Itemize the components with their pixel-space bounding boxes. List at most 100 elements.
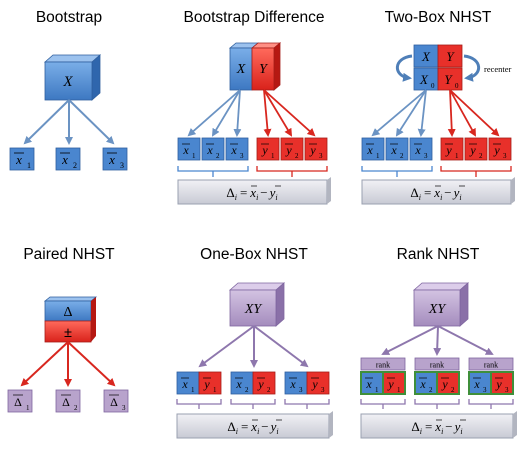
panel-title-bootstrap-difference: Bootstrap Difference xyxy=(183,9,324,26)
panel-two-box-nhst: X Y X 0 Y 0 recenter xyxy=(361,44,515,205)
svg-text:3: 3 xyxy=(505,386,509,394)
svg-text:y: y xyxy=(261,143,268,157)
svg-text:2: 2 xyxy=(74,404,78,412)
svg-text:Y: Y xyxy=(446,49,455,64)
svg-text:Δi=xi−yi: Δi=xi−yi xyxy=(227,419,278,436)
svg-text:y: y xyxy=(257,377,264,391)
svg-text:y: y xyxy=(203,377,210,391)
svg-text:y: y xyxy=(469,143,476,157)
svg-text:3: 3 xyxy=(424,152,428,160)
svg-text:2: 2 xyxy=(295,152,299,160)
panel-title-one-box-nhst: One-Box NHST xyxy=(200,246,308,263)
svg-text:0: 0 xyxy=(431,82,435,90)
svg-text:x: x xyxy=(15,152,22,167)
svg-text:2: 2 xyxy=(479,152,483,160)
recenter-label: recenter xyxy=(484,64,512,74)
pooled-box-xy: XY xyxy=(412,282,470,327)
brackets xyxy=(176,399,330,409)
population-box-x: X xyxy=(413,44,439,68)
svg-text:y: y xyxy=(387,377,394,391)
svg-text:rank: rank xyxy=(430,361,444,370)
svg-text:x: x xyxy=(289,377,296,391)
svg-text:x: x xyxy=(206,143,213,157)
svg-text:y: y xyxy=(285,143,292,157)
svg-text:2: 2 xyxy=(400,152,404,160)
svg-text:3: 3 xyxy=(503,152,507,160)
svg-text:Y: Y xyxy=(259,62,269,77)
sample-box-delta1: Δ 1 xyxy=(7,389,33,413)
svg-text:1: 1 xyxy=(213,386,217,394)
svg-text:x: x xyxy=(414,143,421,157)
svg-text:x: x xyxy=(366,143,373,157)
panel-title-paired-nhst: Paired NHST xyxy=(23,246,115,263)
svg-text:2: 2 xyxy=(245,386,249,394)
svg-text:Δ: Δ xyxy=(14,395,22,409)
svg-text:3: 3 xyxy=(299,386,303,394)
delta-box: Δ xyxy=(43,296,98,322)
brackets xyxy=(177,166,328,177)
panel-bootstrap: X x 1 x 2 x 3 xyxy=(9,54,128,171)
svg-text:3: 3 xyxy=(240,152,244,160)
population-box-y: Y xyxy=(437,44,463,68)
svg-text:3: 3 xyxy=(122,404,126,412)
svg-text:Δi=xi−yi: Δi=xi−yi xyxy=(410,185,461,202)
svg-text:XY: XY xyxy=(244,302,264,317)
svg-text:Δ: Δ xyxy=(63,305,72,320)
bootstrap-difference-arrows xyxy=(187,89,316,137)
svg-text:x: x xyxy=(365,377,372,391)
svg-text:1: 1 xyxy=(271,152,275,160)
recentered-box-x0: X 0 xyxy=(413,67,439,91)
svg-text:3: 3 xyxy=(483,386,487,394)
difference-formula-box: Δi=xi−yi xyxy=(361,177,515,205)
rank-label-1: rank xyxy=(360,357,406,371)
svg-text:y: y xyxy=(493,143,500,157)
svg-text:X: X xyxy=(419,72,429,87)
two-box-arrows xyxy=(371,89,500,137)
svg-text:X: X xyxy=(236,62,246,77)
rank-label-3: rank xyxy=(468,357,514,371)
label-x: X xyxy=(62,74,73,90)
sample-box-delta3: Δ 3 xyxy=(103,389,129,413)
svg-text:rank: rank xyxy=(376,361,390,370)
svg-text:3: 3 xyxy=(120,161,124,170)
svg-text:1: 1 xyxy=(397,386,401,394)
one-box-arrows xyxy=(198,325,309,368)
svg-text:2: 2 xyxy=(451,386,455,394)
svg-text:3: 3 xyxy=(319,152,323,160)
brackets xyxy=(360,399,514,409)
bootstrap-arrows xyxy=(23,99,115,145)
sample-box-x2: x 2 xyxy=(55,147,81,171)
svg-text:X: X xyxy=(421,49,431,64)
svg-text:1: 1 xyxy=(376,152,380,160)
svg-text:x: x xyxy=(419,377,426,391)
svg-text:Δ: Δ xyxy=(62,395,70,409)
svg-text:2: 2 xyxy=(73,161,77,170)
svg-text:2: 2 xyxy=(267,386,271,394)
brackets xyxy=(361,166,512,177)
sign-flip-box: ± xyxy=(44,297,96,343)
svg-text:x: x xyxy=(182,143,189,157)
svg-text:y: y xyxy=(441,377,448,391)
svg-text:2: 2 xyxy=(429,386,433,394)
svg-text:Δi=xi−yi: Δi=xi−yi xyxy=(226,185,277,202)
population-box-x: X xyxy=(43,54,102,101)
svg-text:x: x xyxy=(181,377,188,391)
population-box-y: Y xyxy=(250,42,282,91)
svg-text:y: y xyxy=(495,377,502,391)
svg-text:1: 1 xyxy=(191,386,195,394)
population-box-x: X xyxy=(228,42,260,91)
svg-text:±: ± xyxy=(64,325,72,341)
svg-text:1: 1 xyxy=(27,161,31,170)
svg-text:rank: rank xyxy=(484,361,498,370)
panel-title-bootstrap: Bootstrap xyxy=(36,9,102,26)
panel-title-two-box-nhst: Two-Box NHST xyxy=(385,9,492,26)
